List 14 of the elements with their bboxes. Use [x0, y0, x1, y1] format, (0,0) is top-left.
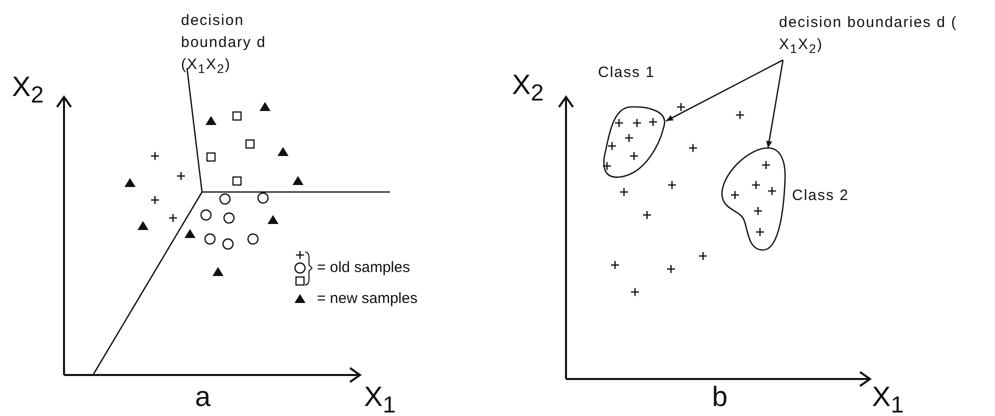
- axis-label: X$_{2}$: [512, 68, 544, 108]
- legend-text: = old samples: [317, 259, 410, 277]
- leader-arrow: [766, 60, 784, 148]
- panel-label: a: [195, 380, 211, 414]
- class-label: Class 2: [792, 187, 850, 205]
- axis-label: X$_{1}$: [872, 380, 904, 416]
- legend-text: = new samples: [317, 290, 418, 308]
- leader-arrow: [666, 59, 784, 122]
- class-label: Class 1: [598, 64, 656, 82]
- boundary-annotation: decision boundary d (X$_{1}$X$_{2}$): [181, 11, 268, 78]
- panel-label: b: [712, 380, 728, 414]
- axis-label: X$_{2}$: [12, 70, 44, 110]
- axis-label: X$_{1}$: [364, 380, 396, 416]
- annotation-text: decision boundaries d ( X$_{1}$X$_{2}$): [779, 12, 979, 60]
